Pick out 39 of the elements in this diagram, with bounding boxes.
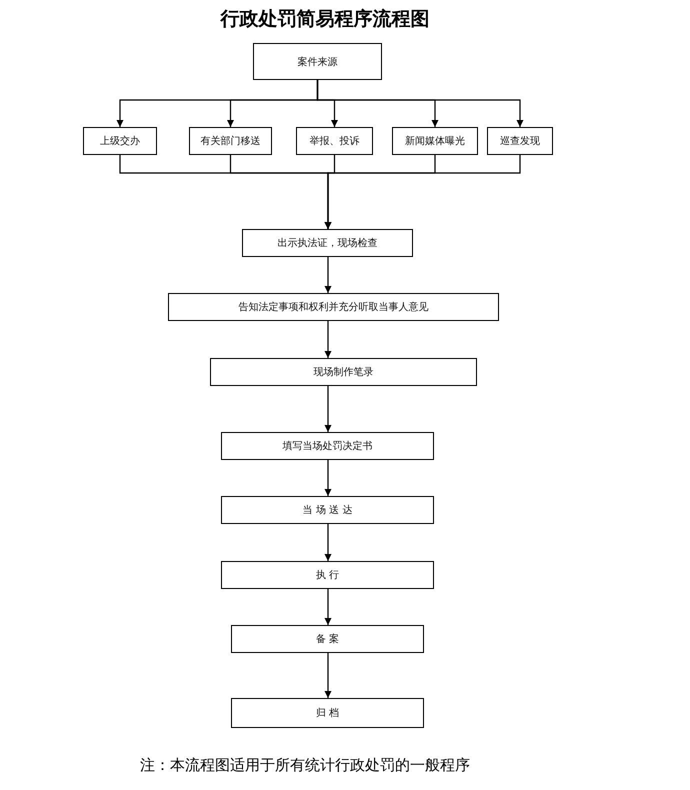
process-box — [221, 496, 434, 524]
arrow — [324, 589, 332, 625]
arrow — [324, 257, 332, 293]
process-box — [221, 432, 434, 460]
process-box — [83, 127, 157, 155]
process-box — [231, 625, 424, 653]
arrow — [316, 80, 524, 127]
step-text: 出示执法证，现场检查 — [278, 236, 378, 250]
diagram-title: 行政处罚简易程序流程图 — [219, 7, 430, 32]
arrow — [324, 321, 332, 358]
step-text: 现场制作笔录 — [314, 366, 374, 379]
step-text: 填写当场处罚决定书 — [282, 440, 372, 453]
process-box — [221, 561, 434, 589]
step-text: 有关部门移送 — [200, 134, 260, 148]
arrow — [324, 460, 332, 496]
process-box — [168, 293, 499, 321]
process-box — [296, 127, 373, 155]
arrow — [324, 155, 521, 229]
process-box — [392, 127, 478, 155]
step-text: 上级交办 — [100, 134, 140, 148]
footnote: 注：本流程图适用于所有统计行政处罚的一般程序 — [140, 756, 470, 775]
arrow — [324, 524, 332, 561]
process-box — [487, 127, 553, 155]
arrow — [324, 653, 332, 698]
step-text: 案件来源 — [298, 56, 338, 68]
step-text: 备 案 — [316, 632, 340, 646]
step-text: 告知法定事项和权利并充分听取当事人意见 — [238, 300, 428, 314]
step-text: 举报、投诉 — [310, 134, 360, 148]
process-box — [189, 127, 272, 155]
step-text: 归 档 — [316, 706, 340, 720]
process-box — [231, 698, 424, 728]
process-box — [242, 229, 413, 257]
process-box — [253, 43, 382, 80]
step-text: 当 场 送 达 — [302, 504, 352, 517]
step-text: 执 行 — [316, 568, 340, 582]
process-box — [210, 358, 477, 386]
step-text: 新闻媒体曝光 — [405, 134, 465, 148]
arrow — [324, 386, 332, 432]
step-text: 巡查发现 — [500, 134, 540, 148]
